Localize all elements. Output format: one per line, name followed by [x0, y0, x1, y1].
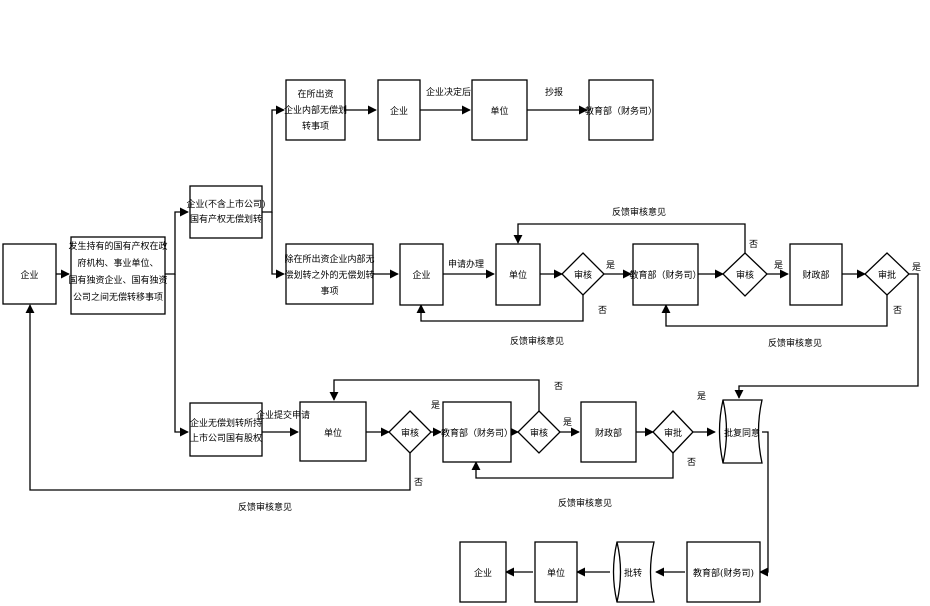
text-low-approve: 审批 — [664, 427, 682, 439]
connectors — [25, 105, 919, 577]
text-top-enterprise: 企业 — [390, 105, 408, 117]
text-scope-3: 国有独资企业、国有独资 — [68, 274, 167, 286]
label-low-yes2: 是 — [563, 417, 572, 428]
arrow-mid-no1 — [416, 295, 584, 322]
arrow-scope-listed — [174, 274, 189, 437]
text-top-moe: 教育部（财务司） — [585, 105, 657, 117]
text-bot-enterprise: 企业 — [474, 567, 492, 579]
text-bot-transfer: 批转 — [624, 567, 642, 579]
label-apply: 申请办理 — [448, 258, 484, 270]
node-low-approve — [652, 410, 694, 454]
text-mid-review: 审核 — [574, 269, 592, 281]
text-bot-unit: 单位 — [547, 567, 565, 579]
node-start-enterprise — [2, 243, 57, 305]
arrow-low-no2 — [329, 379, 540, 411]
node-top-internal — [285, 79, 346, 141]
label-mid-no2: 否 — [749, 239, 758, 250]
label-low-feedback2: 反馈审核意见 — [558, 497, 612, 509]
label-mid-yes3: 是 — [912, 262, 921, 273]
node-mid-moe — [632, 243, 699, 306]
text-listed-2: 上市公司国有股权 — [190, 432, 262, 444]
text-listed-1: 企业无偿划转所持 — [190, 417, 262, 429]
node-scope — [70, 236, 166, 315]
label-mid-yes2: 是 — [774, 260, 783, 271]
text-scope-4: 公司之间无偿转移事项 — [73, 291, 163, 303]
text-low-review: 审核 — [401, 427, 419, 439]
text-low-mof: 财政部 — [595, 427, 622, 439]
text-low-moe: 教育部（财务司） — [441, 427, 513, 439]
text-scope-1: 发生持有的国有产权在政 — [68, 240, 167, 252]
label-low-no3: 否 — [687, 457, 696, 468]
text-mid-moe: 教育部（财务司） — [629, 269, 701, 281]
node-bot-unit — [534, 541, 578, 603]
node-branch-listed — [189, 402, 263, 457]
node-bot-moe — [686, 541, 761, 603]
arrow-reply-bottom — [759, 431, 769, 577]
text-mid-other-3: 事项 — [320, 285, 338, 297]
text-nonlisted-1: 企业(不含上市公司) — [186, 198, 265, 210]
arrow-low-no3 — [471, 453, 674, 479]
text-mid-unit: 单位 — [509, 269, 527, 281]
node-branch-nonlisted — [189, 185, 263, 239]
label-mid-feedback1: 反馈审核意见 — [510, 335, 564, 347]
text-low-review2: 审核 — [530, 427, 548, 439]
text-mid-enterprise: 企业 — [412, 269, 430, 281]
text-mid-approve: 审批 — [878, 269, 896, 281]
arrow-nonlisted-top — [262, 105, 285, 213]
node-top-moe — [588, 79, 654, 141]
node-low-mof — [580, 401, 637, 463]
label-mid-no1: 否 — [598, 305, 607, 316]
text-start-enterprise: 企业 — [20, 269, 38, 281]
text-top-internal-2: 企业内部无偿划 — [284, 104, 347, 116]
node-top-unit — [471, 79, 528, 141]
node-mid-review2 — [722, 252, 768, 297]
arrow-mid-no2 — [513, 223, 746, 253]
arrow-nonlisted-mid — [271, 212, 285, 279]
node-mid-enterprise — [399, 243, 444, 306]
node-bot-enterprise — [459, 541, 507, 603]
arrow-mid-yes — [734, 273, 919, 399]
label-mid-feedback3: 反馈审核意见 — [768, 337, 822, 349]
node-low-review — [388, 410, 432, 454]
text-mid-review2: 审核 — [736, 269, 754, 281]
arrow-scope-nonlisted — [165, 207, 189, 275]
label-submit: 企业提交申请 — [256, 409, 310, 421]
node-bot-transfer — [612, 541, 655, 603]
label-enterprise-decision: 企业决定后 — [426, 86, 471, 98]
arrow-mid-no3 — [661, 295, 888, 327]
text-bot-moe: 教育部(财务司) — [693, 567, 754, 579]
node-mid-review — [561, 252, 605, 296]
text-scope-2: 府机构、事业单位、 — [77, 257, 158, 269]
label-low-no2: 否 — [554, 381, 563, 392]
node-low-review2 — [517, 410, 561, 454]
label-low-feedback1: 反馈审核意见 — [238, 501, 292, 513]
label-low-no1: 否 — [414, 477, 423, 488]
node-top-enterprise — [377, 79, 421, 141]
text-top-unit: 单位 — [490, 105, 508, 117]
label-low-yes1: 是 — [431, 400, 440, 411]
label-mid-yes1: 是 — [606, 260, 615, 271]
text-reply: 批复同意 — [724, 427, 760, 439]
text-top-internal-1: 在所出资 — [297, 88, 333, 100]
label-low-yes3: 是 — [697, 391, 706, 402]
text-nonlisted-2: 国有产权无偿划转 — [190, 213, 262, 225]
text-mid-other-1: 除在所出资企业内部无 — [284, 253, 374, 265]
node-mid-mof — [789, 243, 843, 306]
node-mid-other — [285, 243, 374, 305]
node-low-moe — [442, 401, 512, 463]
label-mid-no3: 否 — [893, 305, 902, 316]
label-report: 抄报 — [545, 86, 563, 98]
text-low-unit: 单位 — [324, 427, 342, 439]
node-mid-unit — [495, 243, 541, 306]
text-mid-mof: 财政部 — [802, 269, 829, 281]
node-low-unit — [299, 401, 367, 462]
arrow-low-no1 — [25, 304, 411, 491]
node-mid-approve — [864, 252, 910, 296]
text-mid-other-2: 偿划转之外的无偿划转 — [284, 269, 374, 281]
label-mid-feedback-top: 反馈审核意见 — [612, 206, 666, 218]
node-reply — [718, 399, 763, 464]
text-top-internal-3: 转事项 — [302, 120, 329, 132]
